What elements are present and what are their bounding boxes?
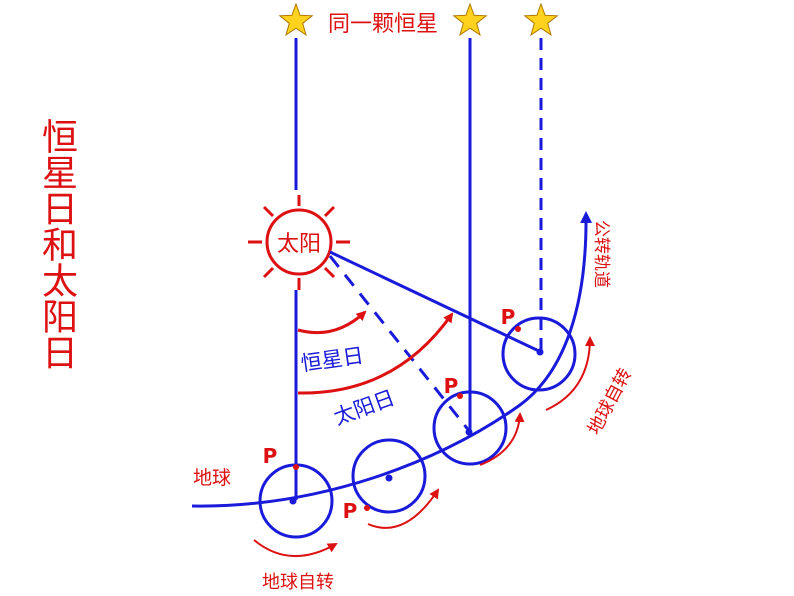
sun-line-dashed <box>328 255 472 433</box>
earth-center-2 <box>385 474 393 482</box>
sun-line-solid <box>329 250 542 354</box>
rotation-arc-4 <box>545 336 595 411</box>
star-icon-2 <box>452 2 488 37</box>
star-label: 同一颗恒星 <box>328 12 438 37</box>
rotation-label-bottom: 地球自转 <box>262 572 334 593</box>
p-label-3: P <box>444 374 459 398</box>
earth-circle-2 <box>351 438 427 514</box>
star-icon-3 <box>523 2 559 37</box>
orbit-path <box>191 211 593 508</box>
rotation-arc-2 <box>367 488 440 529</box>
earth-circle-3 <box>432 390 508 466</box>
sidereal-day-arc <box>297 310 367 335</box>
p-label-4: P <box>501 305 516 329</box>
p-point-1 <box>293 464 299 470</box>
star-icon-1 <box>278 2 314 37</box>
earth-center-4 <box>536 348 544 356</box>
earth-circle-4 <box>501 316 577 392</box>
p-point-3 <box>457 393 463 399</box>
rotation-arc-1 <box>253 539 338 557</box>
earth-center-1 <box>289 497 297 505</box>
page-title: 恒星日和太阳日 <box>36 118 77 370</box>
orbit-label: 公转轨道 <box>591 220 611 288</box>
solar-day-arc <box>297 312 454 395</box>
rotation-label-right: 地球自转 <box>584 365 636 438</box>
solar-day-label: 太阳日 <box>331 386 398 430</box>
rotation-arc-3 <box>479 412 525 466</box>
p-label-1: P <box>263 444 278 468</box>
p-point-4 <box>515 326 521 332</box>
earth-center-3 <box>465 428 473 436</box>
sun-label: 太阳 <box>277 232 321 257</box>
p-point-2 <box>364 505 370 511</box>
sun-icon <box>248 195 350 290</box>
earth-label: 地球 <box>193 467 231 489</box>
sidereal-day-label: 恒星日 <box>299 343 365 376</box>
p-label-2: P <box>343 499 358 523</box>
